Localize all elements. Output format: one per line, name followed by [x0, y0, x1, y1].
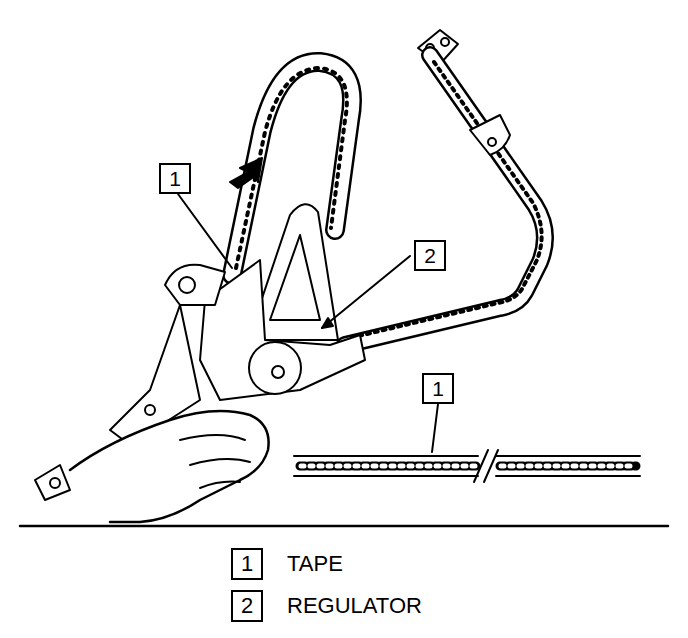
callout-box: 2	[414, 240, 446, 271]
callout-number: 2	[241, 595, 253, 617]
tape-sample-hole-inner	[300, 464, 636, 469]
callout-box: 1	[159, 163, 191, 194]
mount-ear	[165, 265, 225, 305]
leader-arrowhead	[322, 318, 333, 328]
bracket-hole	[441, 38, 449, 46]
leader-line	[178, 194, 232, 268]
rail-outer	[345, 55, 545, 345]
mount-hole	[179, 277, 195, 293]
gear-hub	[272, 366, 284, 378]
fingers	[180, 435, 250, 488]
callout-number: 1	[169, 168, 181, 189]
part-name: REGULATOR	[287, 595, 422, 617]
leader-line	[432, 404, 438, 452]
callout-box: 1TAPE	[231, 548, 263, 580]
arm-end	[35, 465, 70, 500]
callout-number: 1	[241, 553, 253, 575]
separator-line	[20, 525, 668, 528]
callout-box: 1	[422, 373, 454, 404]
break-mark	[474, 450, 498, 482]
drive-gear	[249, 342, 301, 394]
callout-box: 2REGULATOR	[231, 590, 263, 622]
hand	[70, 411, 269, 522]
arm-hole	[145, 405, 155, 415]
arm-end-hole	[50, 478, 60, 488]
tape-sample-edges	[294, 456, 640, 476]
direction-arrow	[230, 158, 262, 188]
callout-number: 2	[424, 245, 436, 266]
part-name: TAPE	[287, 553, 343, 575]
regulator-housing	[200, 260, 365, 400]
tape-sample-holes	[300, 462, 636, 471]
rail-inner	[345, 55, 545, 345]
leader-line	[322, 256, 410, 328]
plate-cutout	[270, 235, 320, 320]
tab-hole	[488, 138, 496, 146]
rail-tab	[470, 115, 510, 155]
rail-holes	[350, 62, 542, 338]
callout-number: 1	[432, 378, 444, 399]
